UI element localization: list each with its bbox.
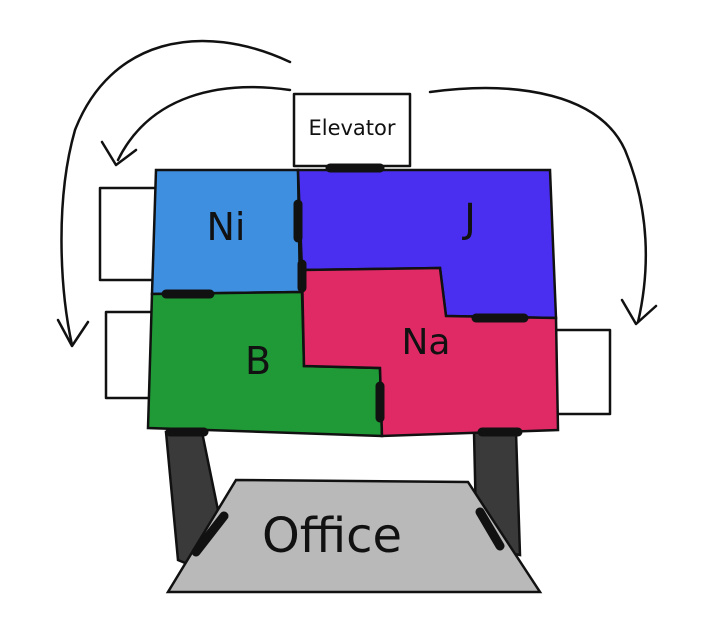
office: Office <box>165 478 543 594</box>
right-arrows <box>428 86 658 326</box>
door-office-right <box>475 507 505 551</box>
left-arrows <box>56 39 292 348</box>
room-na <box>300 266 560 438</box>
elevator: Elevator <box>292 92 412 168</box>
room-b-label: B <box>245 339 271 383</box>
room-ni-label: Ni <box>207 205 246 249</box>
room-j-label: J <box>461 196 476 242</box>
doors <box>161 163 529 557</box>
side-box-left-bottom <box>104 310 156 400</box>
side-box-left-top <box>98 186 160 282</box>
room-na-label: Na <box>402 322 451 363</box>
side-box-right <box>552 328 612 416</box>
office-label: Office <box>262 508 402 564</box>
elevator-label: Elevator <box>308 116 395 140</box>
door-office-left <box>191 511 229 557</box>
